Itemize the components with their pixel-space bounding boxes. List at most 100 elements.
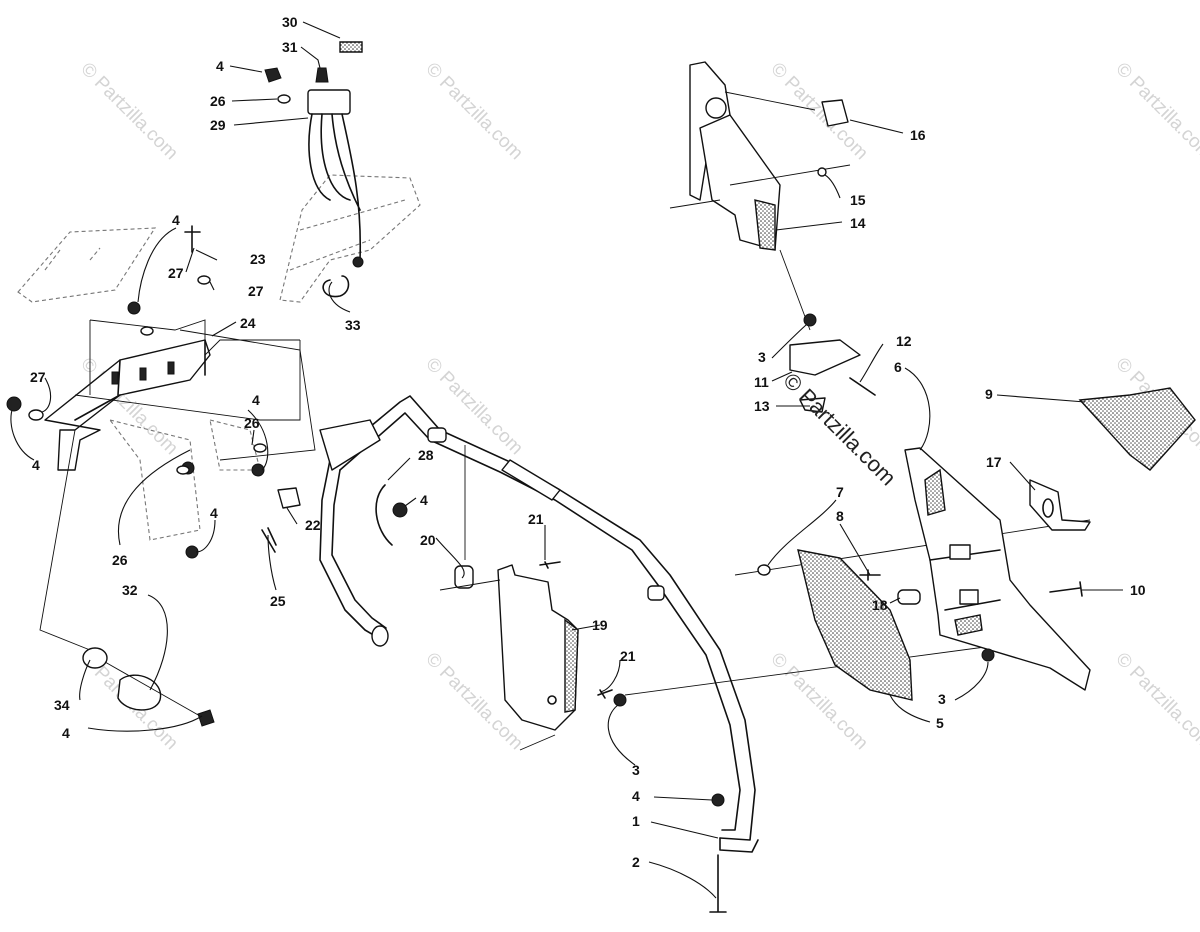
callout-8: 8 [836, 508, 844, 524]
plate-6 [904, 447, 1091, 691]
ring-33 [322, 275, 350, 298]
callout-19: 19 [592, 617, 608, 633]
bolt-12 [849, 377, 876, 396]
nut-3-center [613, 693, 627, 707]
callout-3: 3 [758, 349, 766, 365]
callout-25: 25 [270, 593, 286, 609]
callout-17: 17 [986, 454, 1002, 470]
bolt-2 [709, 854, 727, 913]
callout-27: 27 [30, 369, 46, 385]
knob-31 [315, 67, 329, 83]
watermark: © Partzilla.com [766, 59, 871, 164]
callout-28: 28 [418, 447, 434, 463]
pin-15 [817, 167, 827, 177]
callout-9: 9 [985, 386, 993, 402]
bracket-17 [1029, 479, 1091, 531]
nut-4-top [264, 67, 282, 83]
callout-27: 27 [248, 283, 264, 299]
callout-21: 21 [620, 648, 636, 664]
ghost-seat-outline [17, 174, 421, 303]
pin-21-upper [539, 561, 561, 569]
callout-27: 27 [168, 265, 184, 281]
reflector-5 [797, 549, 913, 701]
grommet-34 [82, 647, 108, 669]
callout-5: 5 [936, 715, 944, 731]
clip-22 [277, 487, 301, 509]
washer-27-right [197, 275, 211, 285]
clip-13 [799, 397, 826, 413]
callout-14: 14 [850, 215, 866, 231]
callout-18: 18 [872, 597, 888, 613]
callout-26: 26 [210, 93, 226, 109]
callout-16: 16 [910, 127, 926, 143]
callout-33: 33 [345, 317, 361, 333]
callout-26: 26 [244, 415, 260, 431]
nut-3-top [803, 313, 817, 327]
callout-4: 4 [632, 788, 640, 804]
clip-28 [375, 484, 393, 546]
callout-4: 4 [216, 58, 224, 74]
callout-4: 4 [420, 492, 428, 508]
hardware-lines [624, 519, 1091, 696]
cable-lower-left [39, 329, 316, 727]
bracket-11 [789, 339, 861, 376]
callout-29: 29 [210, 117, 226, 133]
nut-4-frame [711, 793, 725, 807]
callout-32: 32 [122, 582, 138, 598]
nut-4-left [6, 396, 22, 412]
callout-20: 20 [420, 532, 436, 548]
rivet-7 [757, 564, 771, 576]
watermark: © Partzilla.com [1111, 649, 1200, 754]
callout-15: 15 [850, 192, 866, 208]
watermark-main: © Partzilla.com [778, 368, 901, 491]
callout-26: 26 [112, 552, 128, 568]
callout-4: 4 [252, 392, 260, 408]
callout-24: 24 [240, 315, 256, 331]
callout-23: 23 [250, 251, 266, 267]
callout-22: 22 [305, 517, 321, 533]
bolt-23 [184, 225, 201, 253]
decal-30 [339, 41, 363, 53]
washer-27-left [28, 409, 44, 421]
watermark: © Partzilla.com [421, 59, 526, 164]
watermark: © Partzilla.com [1111, 59, 1200, 164]
nut-4-upper [127, 301, 141, 315]
bracket-32 [117, 674, 162, 711]
spacer-18 [897, 589, 921, 605]
watermark: © Partzilla.com [76, 59, 181, 164]
callout-3: 3 [938, 691, 946, 707]
switch-body [307, 89, 351, 115]
bolt-10 [1049, 581, 1083, 597]
callout-6: 6 [894, 359, 902, 375]
bumper-frame-1 [319, 395, 759, 853]
callout-4: 4 [210, 505, 218, 521]
bracket-24 [6, 225, 211, 471]
knob-16 [821, 99, 849, 127]
callout-7: 7 [836, 484, 844, 500]
callout-13: 13 [754, 398, 770, 414]
callout-31: 31 [282, 39, 298, 55]
callout-11: 11 [754, 374, 769, 390]
callout-34: 34 [54, 697, 70, 713]
washer-26-top [277, 94, 291, 104]
callout-30: 30 [282, 14, 298, 30]
pin-21-lower [597, 689, 613, 699]
frame-sleeve [501, 459, 561, 501]
callout-4: 4 [62, 725, 70, 741]
lower-bracket-ghost [108, 419, 301, 559]
mount-plate-14: © Partzilla.com [669, 61, 901, 491]
leader-lines [10, 21, 1123, 899]
spacer-20 [454, 565, 474, 589]
callout-21: 21 [528, 511, 544, 527]
callout-12: 12 [896, 333, 912, 349]
nut-3-right [981, 648, 995, 662]
nut-4-bottom [197, 709, 215, 727]
guard-plate-19 [375, 484, 627, 751]
callout-10: 10 [1130, 582, 1146, 598]
callout-4: 4 [172, 212, 180, 228]
callout-3: 3 [632, 762, 640, 778]
callout-2: 2 [632, 854, 640, 870]
switch-assembly [264, 41, 364, 298]
nut-4-center [392, 502, 408, 518]
